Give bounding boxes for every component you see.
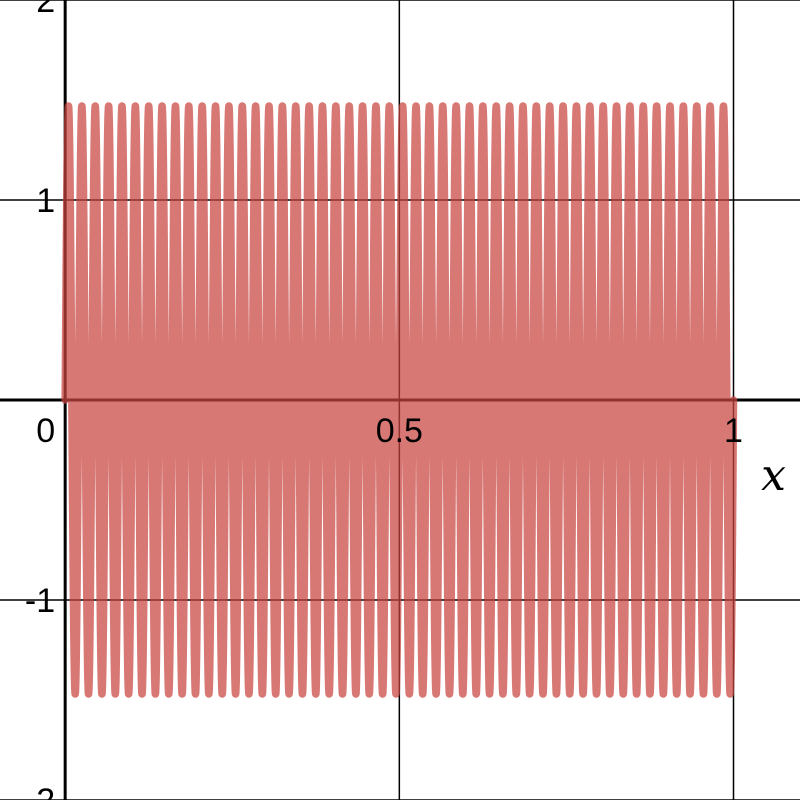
series-line	[61, 102, 738, 698]
y-tick-label: 2	[36, 0, 55, 20]
y-tick-label: -2	[25, 782, 55, 800]
y-tick-label: -1	[25, 582, 55, 620]
labels: 0 0.5 1 2 1 -1 -2 x	[25, 0, 786, 800]
x-tick-label: 1	[724, 412, 743, 450]
x-tick-label: 0	[36, 412, 55, 450]
x-tick-label: 0.5	[376, 412, 423, 450]
x-axis-label: x	[761, 450, 786, 501]
y-tick-label: 1	[36, 182, 55, 220]
series-layer	[61, 102, 738, 698]
